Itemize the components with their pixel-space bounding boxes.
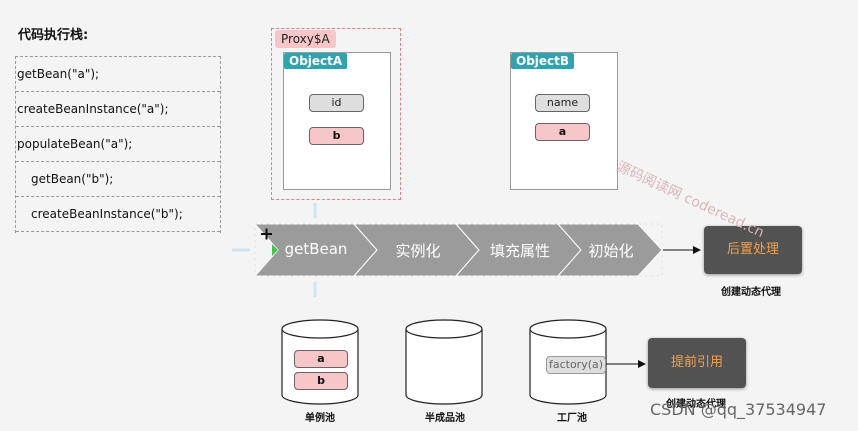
stack-frame: getBean("b"); [16,162,220,197]
early-pool-label: 半成品池 [425,413,465,424]
singleton-item-b: b [294,372,348,390]
stack-frame: populateBean("a"); [16,127,220,162]
object-a-label: ObjectA [284,53,348,69]
stack-frame: createBeanInstance("b"); [16,197,220,232]
pipeline-step-initialize [556,223,663,277]
stack-frame: getBean("a"); [16,57,220,92]
proxy-container [271,28,401,200]
factory-item: factory(a) [546,356,606,374]
proxy-label: Proxy$A [275,30,336,48]
object-b-field-a: a [535,123,590,141]
early-reference-caption: 创建动态代理 [666,399,726,410]
move-cursor-icon [261,228,272,240]
object-b-field-name: name [535,94,590,112]
pipeline-step-label: getBean [284,240,348,258]
early-reference-box: 提前引用 [648,338,746,388]
code-stack-title: 代码执行栈: [18,28,89,43]
object-a-card [283,52,391,190]
code-stack: getBean("a"); createBeanInstance("a"); p… [15,56,221,233]
pipeline-step-label: 实例化 [395,242,441,260]
object-a-field-id: id [309,94,364,112]
early-pool-cylinder [405,319,483,405]
object-b-label: ObjectB [511,53,575,69]
singleton-item-a: a [294,350,348,368]
object-b-card [510,52,618,190]
pipeline-step-label: 初始化 [588,242,634,260]
post-process-box: 后置处理 [704,226,802,274]
post-process-caption: 创建动态代理 [721,287,781,298]
object-a-field-b: b [309,127,364,145]
stack-frame: createBeanInstance("a"); [16,92,220,127]
pipeline-step-label: 填充属性 [489,242,550,260]
singleton-pool-label: 单例池 [305,413,335,424]
selection-handle [272,244,278,256]
csdn-credit: CSDN @qq_37534947 [650,400,827,419]
factory-pool-label: 工厂池 [557,413,587,424]
selection-outline [254,223,663,277]
